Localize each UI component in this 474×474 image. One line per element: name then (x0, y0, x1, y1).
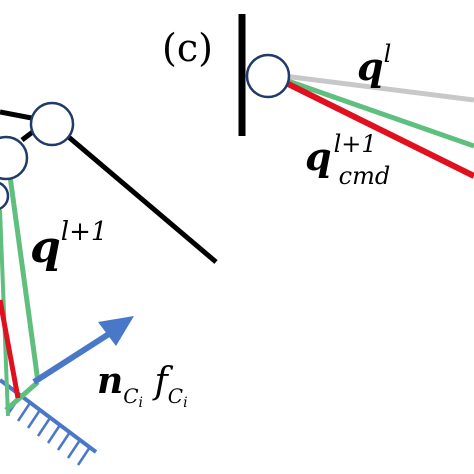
label-q-next-base: q (30, 222, 61, 273)
force-arrow-icon (32, 316, 134, 385)
label-q-l-base: q (357, 44, 384, 89)
label-force-f-sub: C (167, 384, 184, 408)
label-force-n: n (97, 360, 124, 402)
revolute-joint-icon (0, 135, 29, 181)
panel-label: (c) (162, 26, 213, 70)
label-q-next-sup: l+1 (60, 217, 108, 247)
link-red-left (0, 299, 21, 399)
label-q-cmd-sup: l+1 (333, 130, 377, 158)
link-green-right (267, 71, 474, 149)
link-gray-right (267, 71, 474, 103)
label-q-cmd-base: q (305, 134, 332, 179)
revolute-joint-icon (0, 181, 10, 211)
revolute-joint-icon (245, 53, 291, 99)
label-force-n-sub: C (123, 384, 139, 408)
label-q-next: ql+1 (30, 217, 107, 273)
revolute-joint-icon (29, 101, 75, 147)
label-q-l: ql (357, 40, 391, 89)
label-q-cmd: ql+1 cmd (305, 130, 390, 190)
label-force-f-subsub: i (183, 395, 188, 411)
contact-surface (0, 378, 98, 466)
label-q-cmd-sub: cmd (338, 162, 391, 190)
link-red-right (266, 71, 474, 179)
label-force-n-subsub: i (138, 395, 143, 411)
label-force: nCi fCi (97, 360, 188, 411)
label-force-f: f (154, 361, 168, 402)
label-q-l-sup: l (383, 40, 392, 68)
link-green-left (0, 175, 41, 417)
